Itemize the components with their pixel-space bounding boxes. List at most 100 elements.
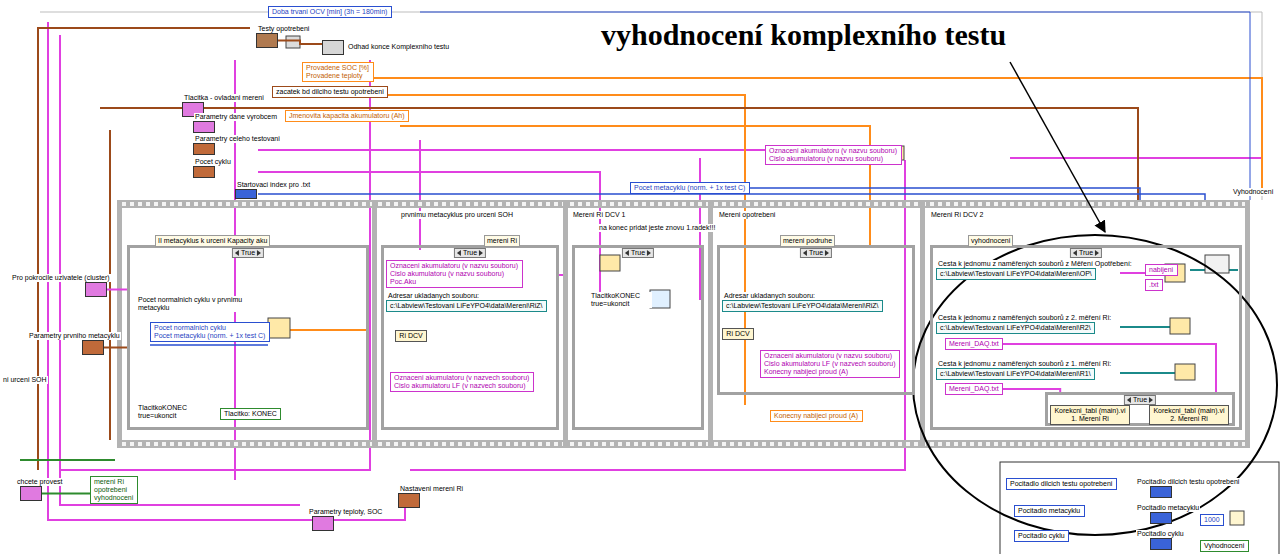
terminal-icon: Odhad konce Komplexniho testu — [322, 40, 344, 55]
terminal-label: Testy opotrebeni — [257, 25, 310, 33]
node-text: Doba trvani OCV [min] (3h = 180min) — [272, 8, 388, 16]
constant-box: Pocet metacyklu (norm. + 1x test C) — [630, 182, 750, 194]
node-text: 2. Mereni Ri — [1153, 415, 1225, 423]
wire-connector — [104, 347, 127, 349]
terminal-label: Pocitadlo cyklu — [1136, 530, 1185, 538]
node-text: .txt — [1149, 281, 1159, 289]
frame-border — [563, 200, 568, 448]
string-constant: .txt — [1145, 279, 1163, 291]
terminal-icon: Pocitadlo dilcich testu opotrebeni — [1150, 486, 1172, 498]
case-structure: TrueKorekcni_tabl (main).vi1. Mereni RiK… — [1045, 392, 1235, 426]
wire — [100, 108, 1138, 200]
wire — [60, 35, 300, 505]
terminal-label: Parametry celeho testovani — [194, 135, 281, 143]
node-text: zacatek bd dilciho testu opotrebeni — [276, 88, 384, 96]
wire — [420, 12, 1250, 200]
terminal-label: Nastaveni mereni Ri — [399, 485, 464, 493]
path-constant: Cesta k jednomu z naměřených souborů z 1… — [936, 368, 1095, 380]
path-constant: Cesta k jednomu z naměřených souborů z M… — [936, 268, 1096, 280]
wire — [109, 130, 111, 440]
wires — [20, 12, 1262, 520]
terminal-label: Tlacitka - ovladani mereni — [183, 94, 265, 102]
film-band — [117, 440, 1250, 448]
subvi-icon — [650, 290, 670, 308]
unbundle-box: mereni Riopotrebenivyhodnoceni — [90, 476, 138, 504]
node-text: Cislo akumulatoru (v nazvu souboru) — [390, 270, 519, 278]
case-structure: II metacyklus k urceni Kapacity akuTrueP… — [127, 245, 369, 430]
terminal-icon: Testy opotrebeni — [256, 33, 278, 48]
constant-box: Doba trvani OCV [min] (3h = 180min) — [268, 6, 392, 18]
wire — [20, 459, 115, 461]
terminal-label: Pocet cyklu — [194, 158, 232, 166]
case-selector: True — [454, 248, 486, 258]
node-text: Poc.Aku — [390, 278, 519, 286]
terminal-label: chcete provest — [16, 478, 64, 486]
subvi-icon — [268, 318, 290, 338]
subvi-icon — [1175, 364, 1195, 380]
constant-box: Jmenovita kapacita akumulatoru (Ah) — [285, 110, 409, 122]
node-text: Oznaceni akumulatoru (v nazvu souboru) — [764, 352, 896, 360]
node-text: Oznaceni akumulatoru (v nazvu souboru) — [390, 262, 519, 270]
free-label: ni urceni SOH — [2, 376, 48, 384]
terminal-label: Parametry teploty, SOC — [308, 508, 383, 516]
case-selector: True — [800, 248, 832, 258]
subvi-icon — [286, 36, 300, 48]
wire — [1120, 372, 1175, 374]
frame-border — [372, 200, 377, 448]
string-constant: Mereni_DAQ.txt — [945, 338, 1003, 350]
terminal-icon: Pocet cyklu — [193, 166, 215, 178]
node-text: Jmenovita kapacita akumulatoru (Ah) — [289, 112, 405, 120]
node-text: opotrebeni — [94, 486, 134, 494]
constant-box: 1000 — [1200, 514, 1224, 526]
unbundle-box: Provadene SOC [%]Provadene teploty — [302, 62, 374, 82]
case-structure: vyhodnoceniTrueCesta k jednomu z naměřen… — [930, 245, 1242, 430]
frame-border — [708, 200, 713, 448]
node-text: Pocet metacyklu (norm. + 1x test C) — [154, 332, 266, 340]
panel-frame — [1000, 462, 1279, 554]
unbundle-box: Pocet normalnich cykluPocet metacyklu (n… — [150, 322, 270, 342]
path-constant: Cesta k jednomu z naměřených souborů z 2… — [936, 322, 1095, 334]
case-selector: True — [1070, 248, 1102, 258]
node-text: Korekcni_tabl (main).vi — [1153, 407, 1225, 415]
subvi-icon — [600, 255, 620, 271]
case-selector: True — [1124, 395, 1156, 405]
constant-box: Konecny nabijeci proud (A) — [770, 410, 863, 422]
node-text: nabijeni — [1149, 266, 1174, 274]
terminal-icon: Startovaci index pro .txt — [235, 189, 257, 199]
node-text: mereni Ri — [94, 478, 134, 486]
node-text: c:\Labview\Testovani LiFeYPO4\data\Meren… — [940, 370, 1091, 378]
free-label: prvnimu metacyklus pro urceni SOH — [400, 211, 514, 219]
free-label: na konec pridat jeste znovu 1.radek!!! — [598, 224, 716, 232]
node-text: Pocitadlo metacyklu — [1018, 507, 1081, 515]
path-label: Adresar ukladanych souboru: — [387, 292, 480, 300]
terminal-icon: Parametry teploty, SOC — [312, 516, 334, 531]
node-text: vyhodnoceni — [94, 494, 134, 502]
terminal-label: Pro pokrocile uzivatele (cluster) — [11, 274, 111, 282]
subvi-icon — [1170, 318, 1190, 334]
terminal-label: Pocitadlo metacyklu — [1136, 504, 1200, 512]
unbundle-box: Oznaceni akumulatoru (v nazvu souboru)Ci… — [386, 260, 523, 288]
node-text: Korekcni_tabl (main).vi — [1054, 407, 1126, 415]
constant-box: Tlacitko: KONEC — [220, 408, 281, 420]
path-constant: Adresar ukladanych souboru:c:\Labview\Te… — [722, 300, 883, 312]
node-text: Konecny nabijeci proud (A) — [764, 368, 896, 376]
wire — [150, 344, 268, 346]
terminal-icon: Nastaveni mereni Ri — [398, 493, 420, 508]
string-constant: Mereni_DAQ.txt — [945, 383, 1003, 395]
free-label: Vyhodnoceni — [1232, 188, 1274, 196]
free-label: TlacitkoKONEC true=ukoncit — [137, 404, 199, 420]
case-selector: True — [232, 248, 264, 258]
wire — [258, 149, 765, 151]
node-text: Konecny nabijeci proud (A) — [774, 412, 859, 420]
film-band — [117, 200, 1250, 208]
terminal-icon: Parametry celeho testovani — [193, 143, 215, 155]
local-variable: Pocitadlo dilcich testu opotrebeni — [1006, 478, 1117, 490]
local-variable: Pocitadlo cyklu — [1014, 530, 1069, 542]
unbundle-box: Oznaceni akumulatoru (v nazvu souboru)Ci… — [760, 350, 900, 378]
subvi-icon: Korekcni_tabl (main).vi2. Mereni Ri — [1149, 405, 1229, 425]
node-text: c:\Labview\Testovani LiFeYPO4\data\Meren… — [940, 270, 1092, 278]
highlight-ellipse — [913, 235, 1277, 535]
node-text: Pocet normalnich cyklu — [154, 324, 266, 332]
node-text: 1. Mereni Ri — [1054, 415, 1126, 423]
